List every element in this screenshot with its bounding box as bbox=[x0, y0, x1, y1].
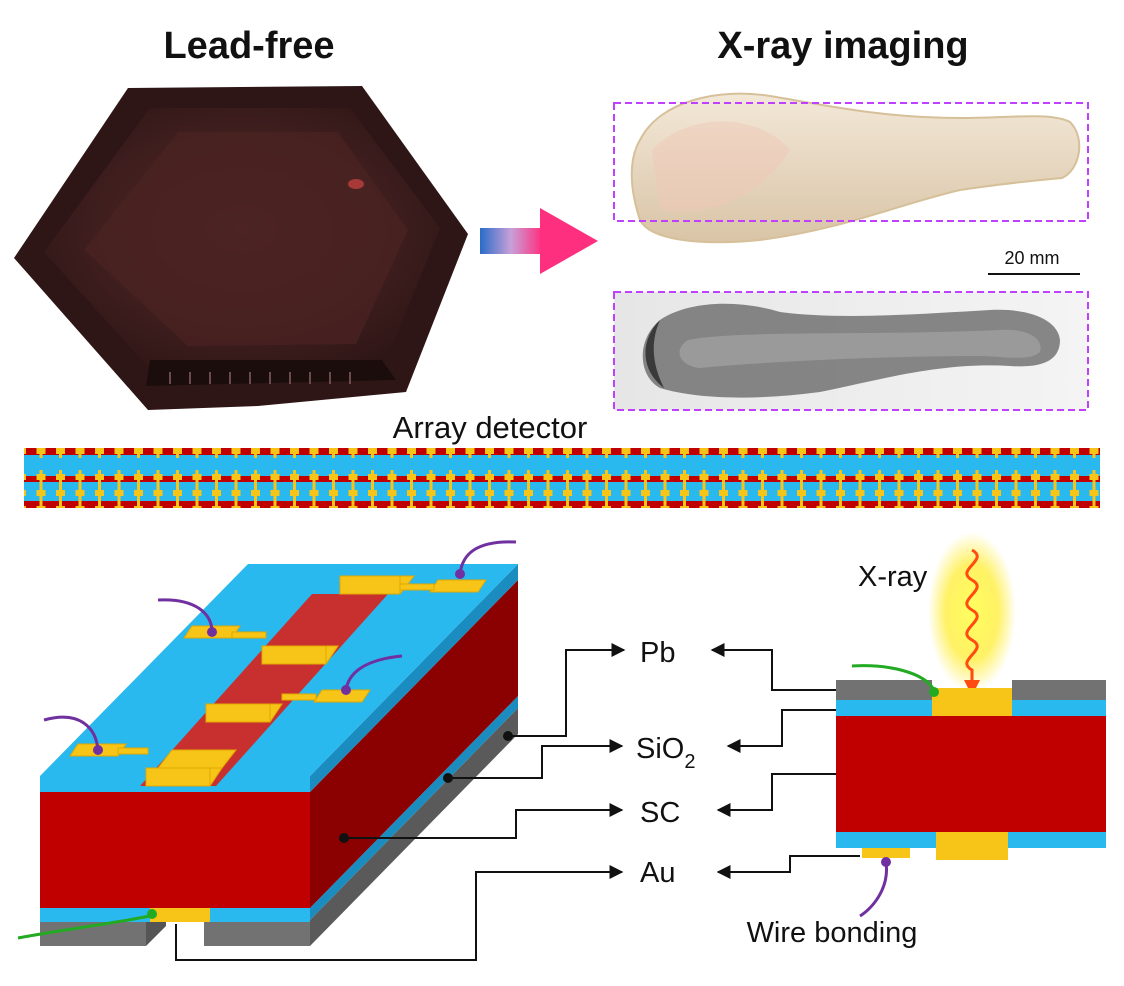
cross-section bbox=[836, 532, 1106, 918]
green-wire-right bbox=[851, 664, 936, 691]
xray-image bbox=[614, 292, 1088, 410]
crystal-photo bbox=[14, 86, 468, 410]
pb-layer-right bbox=[1012, 680, 1106, 700]
label-sio2-subscript: 2 bbox=[684, 751, 695, 773]
pb-layer-left bbox=[836, 680, 932, 700]
xray-roi-box bbox=[613, 291, 1089, 411]
top-electrode bbox=[932, 688, 1012, 716]
xray-label: X-ray bbox=[858, 561, 928, 593]
sc-front-face bbox=[40, 792, 310, 908]
bottom-electrode bbox=[936, 832, 1008, 860]
label-au: Au bbox=[640, 857, 675, 889]
scale-bar-label: 20 mm bbox=[1004, 248, 1059, 268]
label-sio2: SiO2 bbox=[636, 733, 695, 773]
xray-wave bbox=[965, 548, 979, 684]
array-detector-label: Array detector bbox=[393, 410, 588, 445]
sc-layer bbox=[836, 716, 1106, 832]
title-xray-imaging: X-ray imaging bbox=[717, 25, 968, 67]
label-pb: Pb bbox=[640, 637, 675, 669]
leader-lines bbox=[175, 643, 860, 961]
chicken-photo bbox=[630, 92, 1081, 244]
device-3d bbox=[17, 540, 518, 946]
label-sio2-base: SiO bbox=[636, 733, 684, 765]
purple-wire-right bbox=[859, 861, 888, 918]
wire-bonding-label: Wire bonding bbox=[747, 917, 918, 949]
label-sc: SC bbox=[640, 797, 680, 829]
bottom-grey-pad-left bbox=[40, 922, 146, 946]
bottom-grey-pad-right bbox=[204, 922, 310, 946]
title-lead-free: Lead-free bbox=[163, 25, 334, 67]
array-detector-strip bbox=[24, 448, 1100, 508]
photo-roi-box bbox=[613, 102, 1089, 222]
green-wire-left bbox=[17, 914, 151, 940]
sc-side-face bbox=[310, 580, 518, 908]
process-arrow bbox=[480, 208, 598, 274]
